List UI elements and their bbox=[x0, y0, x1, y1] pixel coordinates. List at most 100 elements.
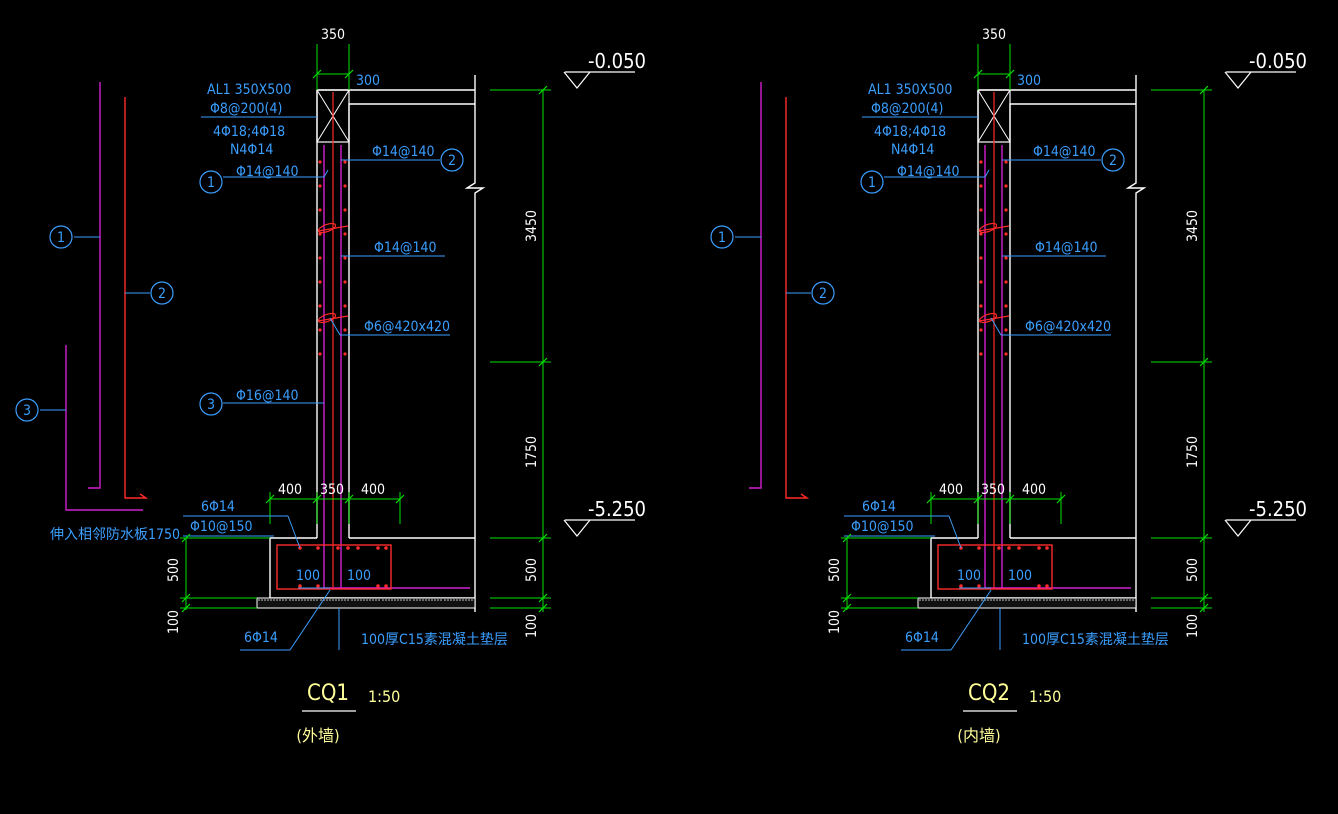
dimension-tick bbox=[538, 357, 548, 367]
dim-3450: 3450 bbox=[524, 210, 540, 242]
rebar-mid-text: Φ14@140 bbox=[1035, 240, 1098, 256]
cushion-hatch-dot bbox=[1002, 599, 1004, 601]
cushion-hatch-dot bbox=[999, 599, 1001, 601]
cushion-hatch-dot bbox=[372, 599, 374, 601]
cushion-hatch-dot bbox=[956, 599, 958, 601]
footing-bar-dot bbox=[977, 584, 981, 588]
beam-side-bars: N4Φ14 bbox=[891, 142, 934, 158]
detail-bar-2 bbox=[785, 97, 810, 499]
cushion-hatch-dot bbox=[974, 599, 976, 601]
rebar-dot bbox=[343, 304, 347, 308]
footing-bar-dot bbox=[997, 546, 1001, 550]
cushion-hatch-dot bbox=[307, 599, 309, 601]
dim-inner-1: 100 bbox=[296, 568, 320, 584]
dimension-tick bbox=[1005, 494, 1015, 504]
cushion-hatch-dot bbox=[1114, 599, 1116, 601]
detail-marker-3-circle bbox=[15, 398, 39, 422]
footing-leader-slant bbox=[948, 515, 962, 549]
cushion-hatch-dot bbox=[953, 599, 955, 601]
cushion-hatch-dot bbox=[273, 599, 275, 601]
cushion-hatch-dot bbox=[1077, 599, 1079, 601]
cushion-hatch-dot bbox=[450, 599, 452, 601]
cushion-hatch-dot bbox=[267, 599, 269, 601]
section-title: CQ1 bbox=[307, 681, 349, 706]
cushion-hatch-dot bbox=[946, 599, 948, 601]
marker-2-number: 2 bbox=[1109, 153, 1117, 169]
rebar-dot bbox=[1004, 352, 1008, 356]
cushion-hatch-dot bbox=[304, 599, 306, 601]
elev-bottom-text: -5.250 bbox=[1249, 497, 1307, 521]
rebar-dot bbox=[1004, 232, 1008, 236]
footing-bar-dot bbox=[346, 546, 350, 550]
cushion-hatch-dot bbox=[1120, 599, 1122, 601]
detail-marker-2-number: 2 bbox=[158, 286, 166, 302]
cushion-hatch-dot bbox=[1005, 599, 1007, 601]
rebar-dot bbox=[343, 160, 347, 164]
dim-inner-1: 100 bbox=[957, 568, 981, 584]
cushion-hatch-dot bbox=[295, 599, 297, 601]
dim-1750: 1750 bbox=[524, 436, 540, 468]
dimension-tick bbox=[842, 533, 852, 543]
beam-stirrup: Φ8@200(4) bbox=[871, 101, 943, 117]
dimension-tick bbox=[973, 494, 983, 504]
dimension-tick bbox=[538, 533, 548, 543]
footing-bar-dot bbox=[384, 584, 388, 588]
cushion-hatch-dot bbox=[965, 599, 967, 601]
section-scale: 1:50 bbox=[1029, 687, 1061, 706]
bottom-leader-slant bbox=[950, 589, 992, 651]
cushion-hatch-dot bbox=[993, 599, 995, 601]
cushion-hatch-dot bbox=[996, 599, 998, 601]
footing-bar-dot bbox=[1007, 546, 1011, 550]
cushion-hatch-dot bbox=[1092, 599, 1094, 601]
cushion-hatch-dot bbox=[1046, 599, 1048, 601]
section-title: CQ2 bbox=[968, 681, 1010, 706]
dimension-tick bbox=[538, 603, 548, 613]
dimension-tick bbox=[181, 593, 191, 603]
dim-text-slab: 300 bbox=[356, 73, 380, 89]
cushion-hatch-dot bbox=[270, 599, 272, 601]
footing-stirrup-text: Φ10@150 bbox=[851, 519, 914, 535]
marker-3-inline-circle bbox=[199, 392, 223, 416]
cushion-hatch-dot bbox=[456, 599, 458, 601]
footing-bar-dot bbox=[356, 546, 360, 550]
cushion-hatch-dot bbox=[366, 599, 368, 601]
slab-edge-break bbox=[464, 75, 486, 612]
rebar-outer-vertical bbox=[984, 145, 1131, 589]
cushion-hatch-dot bbox=[1108, 599, 1110, 601]
cushion-hatch-dot bbox=[931, 599, 933, 601]
cushion-hatch-dot bbox=[425, 599, 427, 601]
footing-bar-dot bbox=[376, 584, 380, 588]
elev-bottom-triangle bbox=[1224, 519, 1252, 537]
marker-1-circle bbox=[199, 170, 223, 194]
cushion-hatch-dot bbox=[406, 599, 408, 601]
rebar-dot bbox=[1004, 184, 1008, 188]
cushion-text: 100厚C15素混凝土垫层 bbox=[1022, 632, 1169, 648]
dim-left-100: 100 bbox=[827, 610, 843, 634]
cushion-hatch-dot bbox=[1117, 599, 1119, 601]
dimension-tick bbox=[1199, 593, 1209, 603]
cushion-hatch-dot bbox=[968, 599, 970, 601]
detail-marker-1-circle bbox=[49, 225, 73, 249]
marker-2-circle bbox=[1101, 148, 1125, 172]
dimension-tick bbox=[1199, 603, 1209, 613]
tie-bar bbox=[317, 225, 349, 232]
cushion-hatch-dot bbox=[434, 599, 436, 601]
cushion-hatch-dot bbox=[1021, 599, 1023, 601]
cushion-hatch-dot bbox=[416, 599, 418, 601]
cushion-hatch-dot bbox=[1083, 599, 1085, 601]
rebar-dot bbox=[318, 280, 322, 284]
leader-tie-slant bbox=[990, 317, 1002, 336]
cushion-hatch-dot bbox=[922, 599, 924, 601]
detail-marker-1-number: 1 bbox=[57, 230, 65, 246]
detail-marker-2-circle bbox=[811, 281, 835, 305]
bottom-bars-text: 6Φ14 bbox=[244, 630, 278, 646]
cushion-hatch-dot bbox=[338, 599, 340, 601]
footing-bar-dot bbox=[1037, 584, 1041, 588]
cushion-hatch-dot bbox=[465, 599, 467, 601]
leader-tick bbox=[984, 169, 990, 178]
cushion-hatch-dot bbox=[298, 599, 300, 601]
beam-side-bars: N4Φ14 bbox=[230, 142, 273, 158]
extend-note: 伸入相邻防水板1750 bbox=[50, 527, 180, 543]
section-subtitle: (内墙) bbox=[957, 726, 1000, 745]
